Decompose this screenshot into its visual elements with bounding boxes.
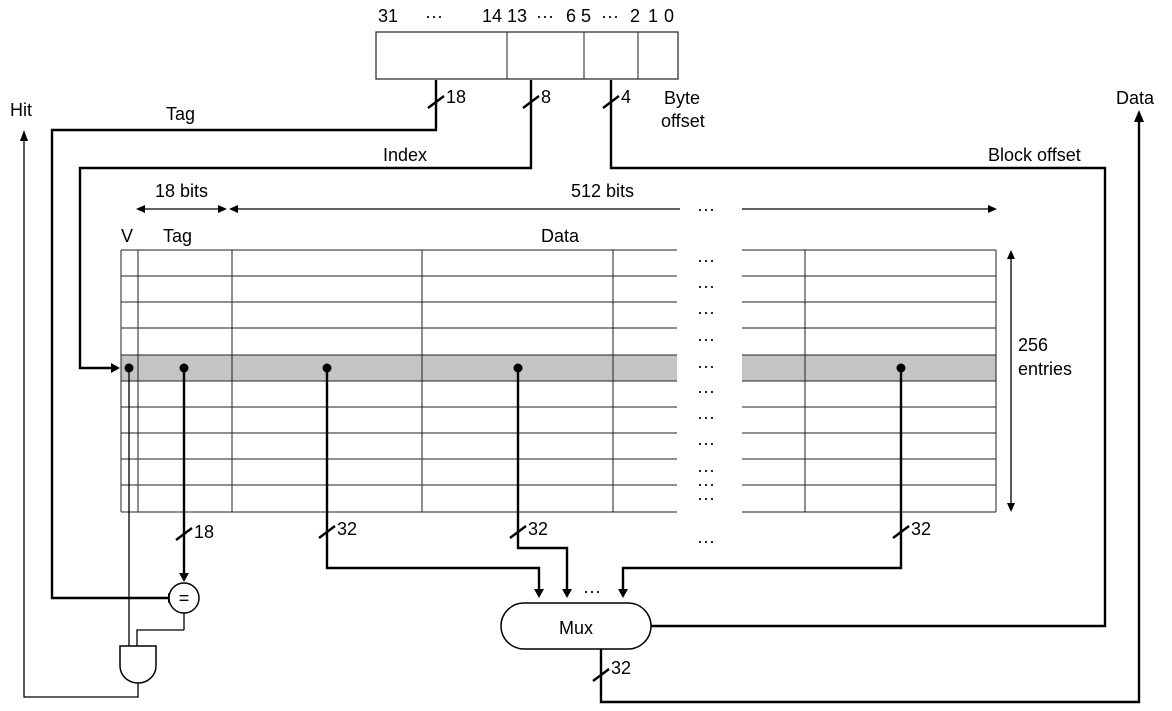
- mux-label: Mux: [559, 618, 593, 638]
- mux: [500, 602, 652, 650]
- tag-compare-width-label: 18: [194, 522, 214, 542]
- data-bits-label: 512 bits: [571, 181, 634, 201]
- out-width-label: 32: [611, 658, 631, 678]
- tag-width-tick: [427, 95, 445, 109]
- ellipsis-header: ···: [697, 199, 715, 219]
- row-ellipsis: ···: [697, 433, 715, 453]
- index-wire: [78, 80, 540, 373]
- mux-input-ellipsis: ···: [583, 581, 601, 601]
- row-ellipsis: ···: [697, 381, 715, 401]
- selected-row-highlight-right: [742, 355, 996, 381]
- index-width-tick: [522, 95, 540, 109]
- row-ellipsis: ···: [697, 474, 715, 494]
- word2-width-label: 32: [528, 519, 548, 539]
- word3-width-tick: [892, 525, 910, 539]
- tag-signal-label: Tag: [166, 104, 195, 124]
- row-ellipsis: ···: [697, 356, 715, 376]
- entries-count-label: 256: [1018, 335, 1048, 355]
- tag-bits-dimension: [136, 205, 227, 213]
- bit-31-label: 31: [378, 6, 398, 26]
- and-gate: [119, 645, 157, 684]
- valid-bit-wire: [124, 363, 134, 646]
- row-ellipsis-column: ··· ··· ··· ··· ··· ··· ··· ··· ··· ··· …: [697, 250, 715, 508]
- word3-width-label: 32: [911, 519, 931, 539]
- bit-0-label: 0: [664, 6, 674, 26]
- word1-width-label: 32: [337, 519, 357, 539]
- mux-shape: [500, 602, 652, 650]
- tag-compare-wire: [175, 363, 193, 582]
- block-offset-wire: [602, 80, 1107, 628]
- hit-arrowhead: [20, 130, 28, 141]
- bit-6-5-label: 6 5: [566, 6, 591, 26]
- bit-1-label: 1: [648, 6, 658, 26]
- tag-compare-width-tick: [175, 527, 193, 541]
- row-ellipsis: ···: [697, 407, 715, 427]
- block-offset-signal-label: Block offset: [988, 145, 1081, 165]
- array-rows-right: [742, 249, 996, 513]
- bit-14-13-label: 14 13: [482, 6, 527, 26]
- column-data-header: Data: [541, 226, 580, 246]
- byte-offset-label-line2: offset: [661, 111, 705, 131]
- row-ellipsis: ···: [697, 302, 715, 322]
- index-signal-label: Index: [383, 145, 427, 165]
- tag-bits-label: 18 bits: [155, 181, 208, 201]
- out-width-tick: [592, 668, 610, 682]
- cache-array: ··· ··· ··· ··· ··· ··· ··· ··· ··· ··· …: [120, 249, 997, 513]
- row-ellipsis: ···: [697, 250, 715, 270]
- bit-2-label: 2: [630, 6, 640, 26]
- word-ellipsis: ···: [697, 531, 715, 551]
- byte-offset-label-line1: Byte: [664, 88, 700, 108]
- data-bits-dimension: [229, 205, 997, 213]
- bit-dots-2: ···: [536, 6, 554, 26]
- block-offset-width-tick: [602, 95, 620, 109]
- entries-dimension: [1007, 250, 1015, 512]
- word2-width-tick: [509, 525, 527, 539]
- bit-dots-1: ···: [425, 6, 443, 26]
- entries-label: entries: [1018, 359, 1072, 379]
- data-out-label: Data: [1116, 88, 1155, 108]
- index-width-label: 8: [541, 87, 551, 107]
- bit-dots-3: ···: [601, 6, 619, 26]
- word-wire-3: [618, 363, 910, 598]
- column-tag-header: Tag: [163, 226, 192, 246]
- address-register: [375, 31, 679, 80]
- column-v-header: V: [121, 226, 133, 246]
- row-ellipsis: ···: [697, 460, 715, 480]
- data-out-wire: [592, 110, 1144, 704]
- row-ellipsis: ···: [697, 276, 715, 296]
- selected-row-highlight: [121, 355, 677, 381]
- array-rows-left: [121, 249, 677, 513]
- block-offset-width-label: 4: [621, 87, 631, 107]
- address-bit-labels: 31 ··· 14 13 ··· 6 5 ··· 2 1 0: [378, 6, 674, 26]
- row-ellipsis: ···: [697, 488, 715, 508]
- tag-width-label: 18: [446, 87, 466, 107]
- comparator-label: =: [179, 588, 190, 608]
- word-wire-2: [509, 363, 572, 598]
- word1-width-tick: [318, 525, 336, 539]
- address-box: [375, 31, 679, 80]
- word-wire-1: [318, 363, 544, 598]
- row-ellipsis: ···: [697, 329, 715, 349]
- hit-wire: [23, 140, 139, 698]
- array-columns: [120, 250, 997, 512]
- compare-to-and-wire-2: [136, 629, 184, 646]
- hit-label: Hit: [10, 100, 32, 120]
